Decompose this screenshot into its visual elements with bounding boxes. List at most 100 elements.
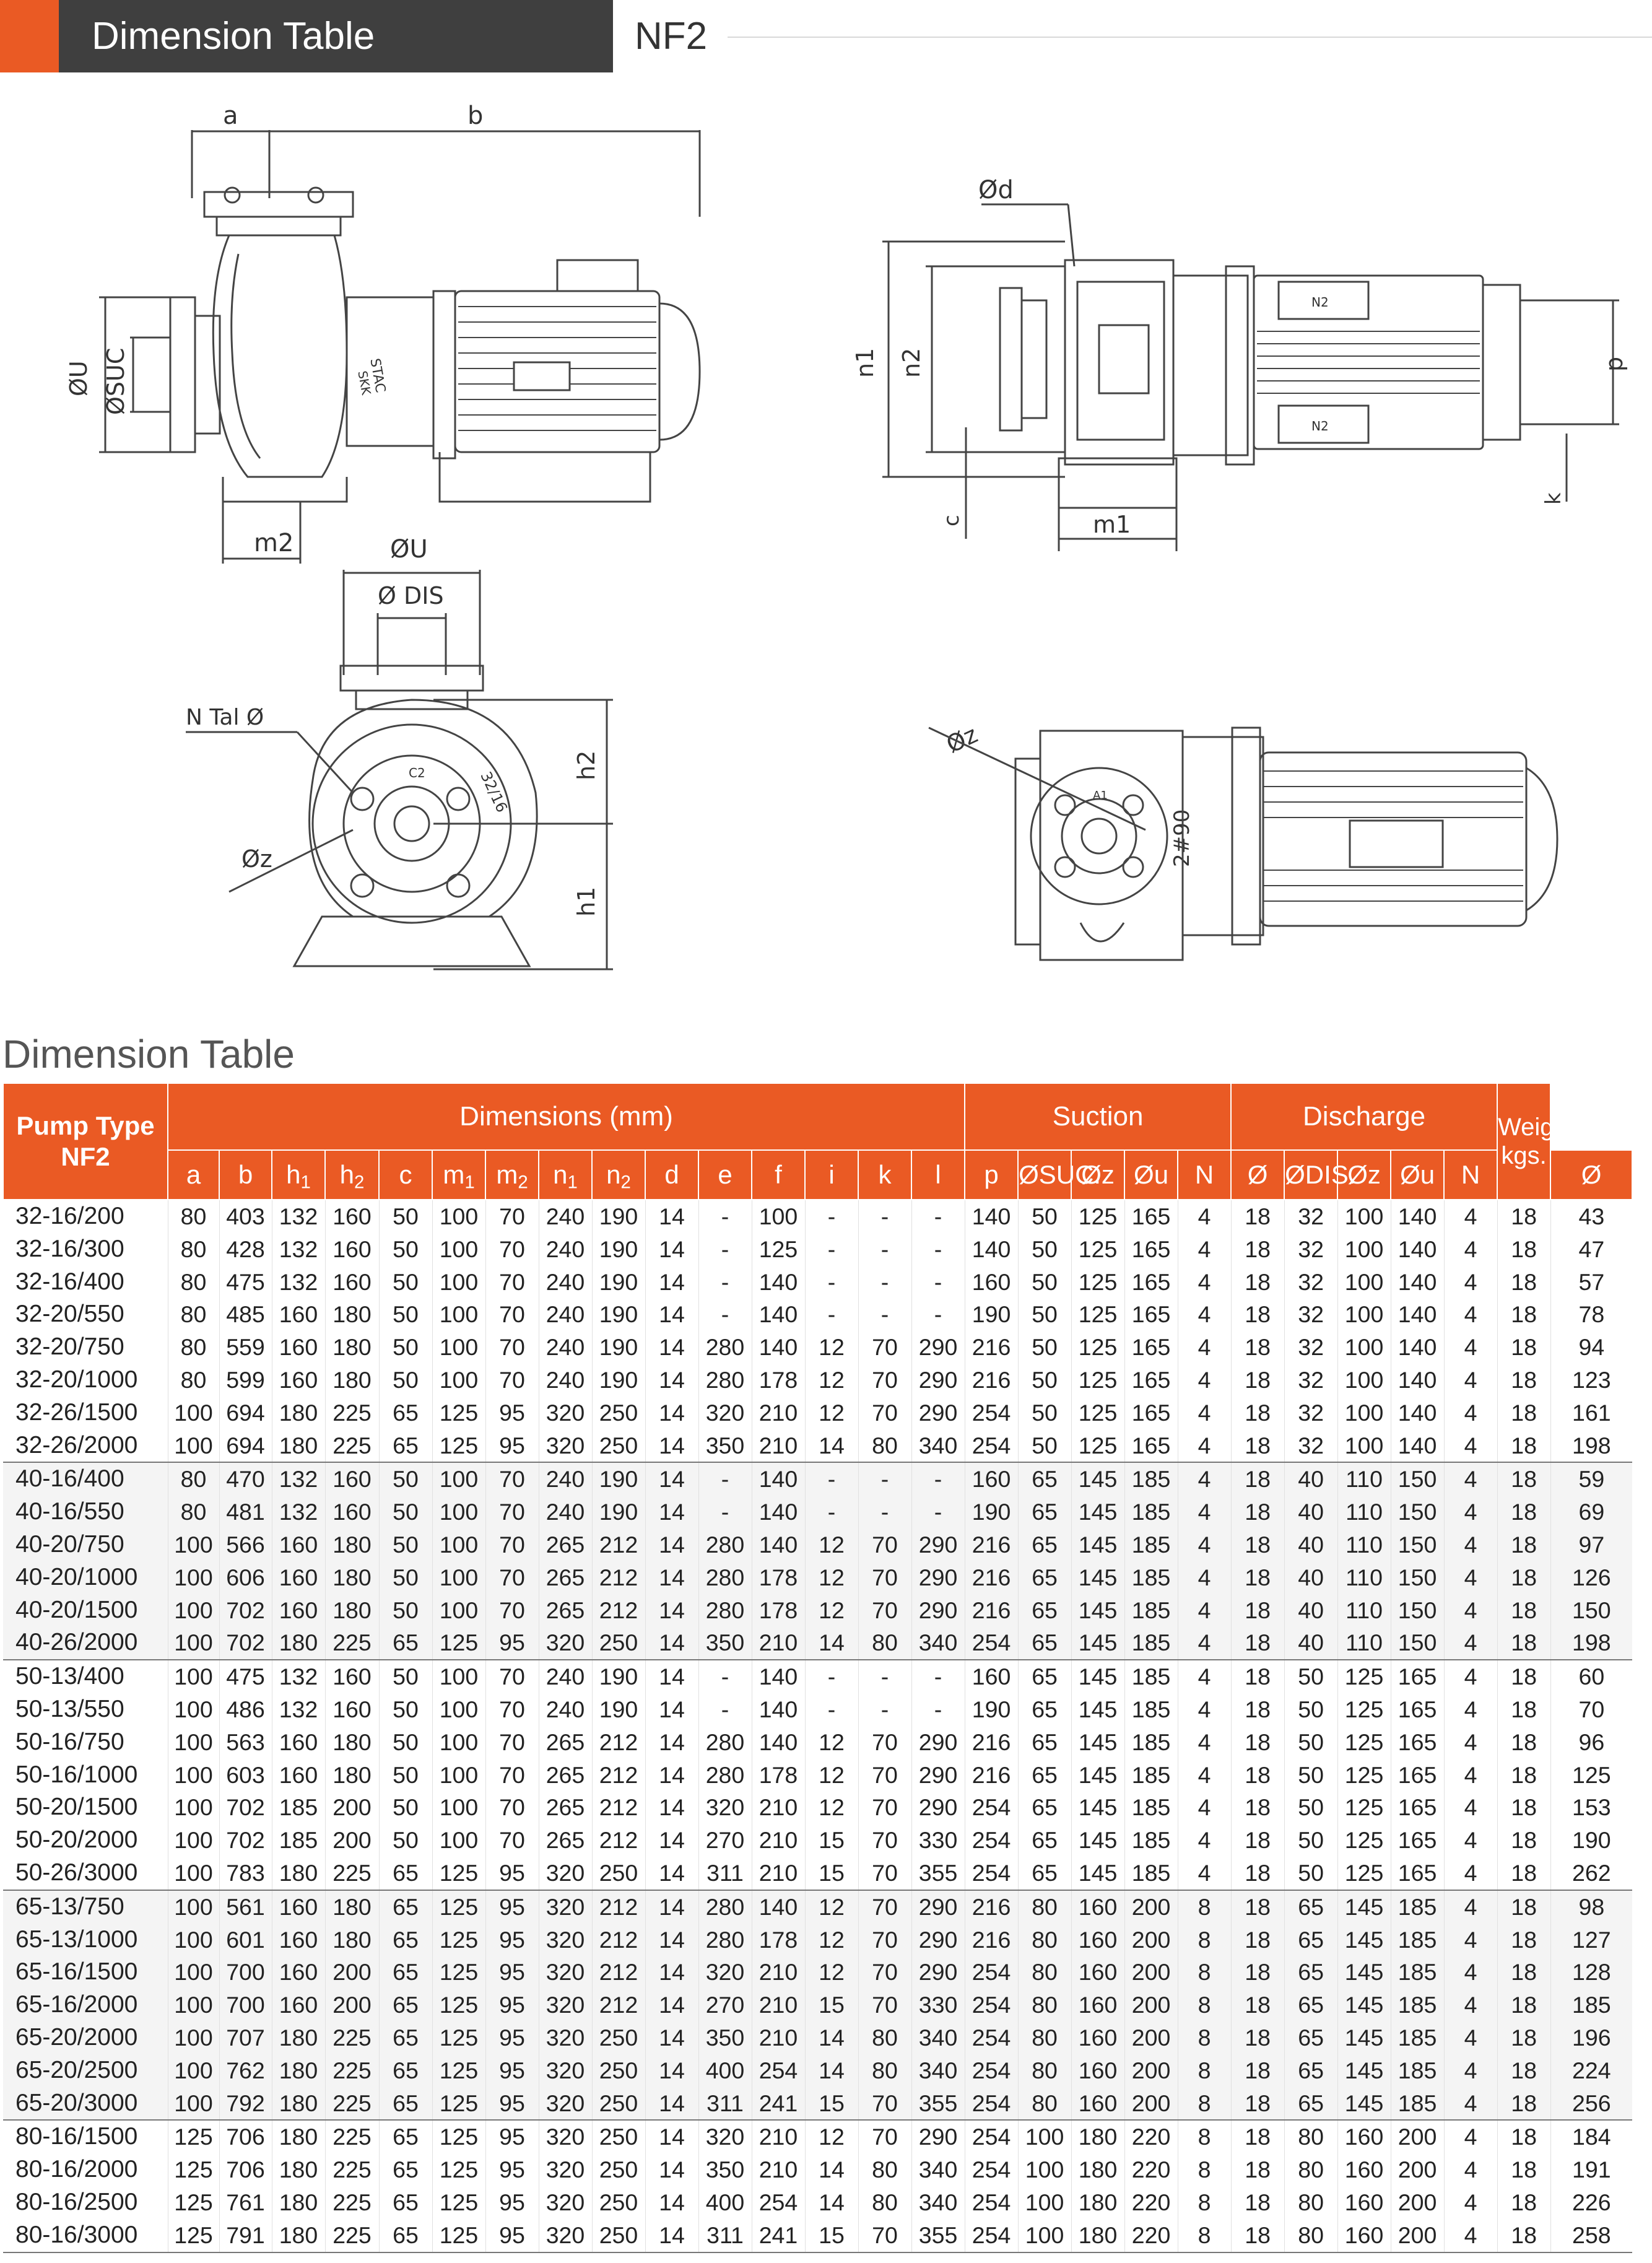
front-view-drawing: ØU Ø DIS 32/16 C2 N Tal Ø Øz h2 h1	[167, 533, 638, 991]
table-cell: 50	[378, 1298, 432, 1332]
table-cell: 180	[271, 2218, 325, 2253]
table-cell: 212	[591, 1561, 645, 1594]
table-cell: 100	[432, 1594, 485, 1627]
table-cell: 4	[1177, 1496, 1232, 1528]
table-cell: 265	[538, 1824, 592, 1857]
table-cell: 100	[432, 1232, 485, 1266]
table-cell: 125	[432, 1989, 485, 2021]
col-h2-sub: 2	[354, 1172, 365, 1193]
table-cell: 190	[964, 1496, 1019, 1528]
dim-b-label: b	[467, 102, 483, 130]
table-cell: 250	[591, 1856, 645, 1890]
table-cell: 125	[1337, 1693, 1391, 1726]
table-cell: 12	[804, 1923, 858, 1956]
table-cell: 14	[645, 1725, 698, 1759]
table-cell: -	[698, 1462, 752, 1496]
table-cell: 216	[964, 1725, 1019, 1759]
table-cell: 180	[271, 1626, 325, 1660]
table-cell: -	[804, 1265, 858, 1299]
table-cell: 145	[1071, 1758, 1125, 1792]
table-cell: 12	[804, 1594, 858, 1627]
table-cell: 4	[1443, 2054, 1498, 2087]
table-cell: 14	[645, 1462, 698, 1496]
table-cell: 100	[1017, 2119, 1072, 2154]
table-cell: 125	[167, 2153, 219, 2186]
table-cell: 185	[1390, 2054, 1445, 2087]
table-cell: 4	[1443, 1298, 1498, 1332]
table-cell: 350	[698, 1626, 752, 1660]
table-cell: 40	[1284, 1462, 1338, 1496]
table-cell: 190	[591, 1496, 645, 1528]
table-cell: 165	[1390, 1856, 1445, 1890]
table-cell: 18	[1497, 1200, 1551, 1233]
table-cell: 280	[698, 1758, 752, 1792]
table-cell: 18	[1230, 1725, 1285, 1759]
table-cell: 12	[804, 1331, 858, 1364]
table-cell: 50	[378, 1331, 432, 1364]
table-cell: 140	[964, 1200, 1019, 1233]
weight-cell: 262	[1550, 1856, 1633, 1890]
table-cell: 70	[858, 2086, 911, 2121]
table-cell: 15	[804, 1989, 858, 2021]
table-cell: 280	[698, 1331, 752, 1364]
table-cell: 80	[1017, 2021, 1072, 2054]
table-cell: 210	[751, 1429, 805, 1463]
table-cell: 80	[167, 1200, 219, 1233]
table-cell: 65	[1017, 1462, 1072, 1496]
dim-u-label: ØU	[65, 360, 92, 396]
table-cell: 125	[1337, 1659, 1391, 1693]
table-cell: 254	[964, 1956, 1019, 1989]
table-cell: 563	[219, 1725, 272, 1759]
table-cell: 140	[1390, 1265, 1445, 1299]
table-cell: 125	[432, 1923, 485, 1956]
table-cell: 200	[324, 1989, 379, 2021]
table-cell: 8	[1177, 1889, 1232, 1924]
table-cell: -	[858, 1298, 911, 1332]
table-cell: -	[804, 1200, 858, 1233]
table-cell: 290	[911, 1561, 965, 1594]
table-cell: 210	[751, 1956, 805, 1989]
table-cell: 65	[378, 2186, 432, 2219]
table-cell: 18	[1497, 1659, 1551, 1693]
table-cell: 212	[591, 1956, 645, 1989]
table-cell: 761	[219, 2186, 272, 2219]
weight-cell: 224	[1550, 2054, 1633, 2087]
table-cell: 311	[698, 1856, 752, 1890]
weight-cell: 196	[1550, 2021, 1633, 2054]
table-cell: 70	[858, 1989, 911, 2021]
table-cell: 350	[698, 1429, 752, 1463]
table-cell: 180	[271, 2119, 325, 2154]
table-cell: 250	[591, 2086, 645, 2121]
table-cell: 180	[324, 1561, 379, 1594]
table-cell: 18	[1230, 2153, 1285, 2186]
table-cell: 340	[911, 2054, 965, 2087]
table-cell: 355	[911, 2086, 965, 2121]
table-cell: 80	[1284, 2119, 1338, 2154]
table-cell: 270	[698, 1824, 752, 1857]
suction-group-header: Suction	[964, 1083, 1232, 1151]
weight-cell: 97	[1550, 1528, 1633, 1561]
table-cell: 14	[645, 1363, 698, 1397]
table-cell: 125	[432, 1856, 485, 1890]
table-cell: 485	[219, 1298, 272, 1332]
table-cell: 65	[378, 1429, 432, 1463]
table-cell: 80	[858, 2021, 911, 2054]
table-cell: 220	[1124, 2218, 1178, 2253]
table-cell: 95	[485, 1923, 539, 1956]
table-cell: 70	[858, 1331, 911, 1364]
table-cell: 12	[804, 1561, 858, 1594]
table-cell: 250	[591, 2153, 645, 2186]
header-title: Dimension Table	[92, 15, 375, 58]
table-cell: 50	[1017, 1232, 1072, 1266]
table-cell: 8	[1177, 2021, 1232, 2054]
col-f: f	[751, 1149, 806, 1200]
dim-k-label: k	[1541, 492, 1566, 505]
